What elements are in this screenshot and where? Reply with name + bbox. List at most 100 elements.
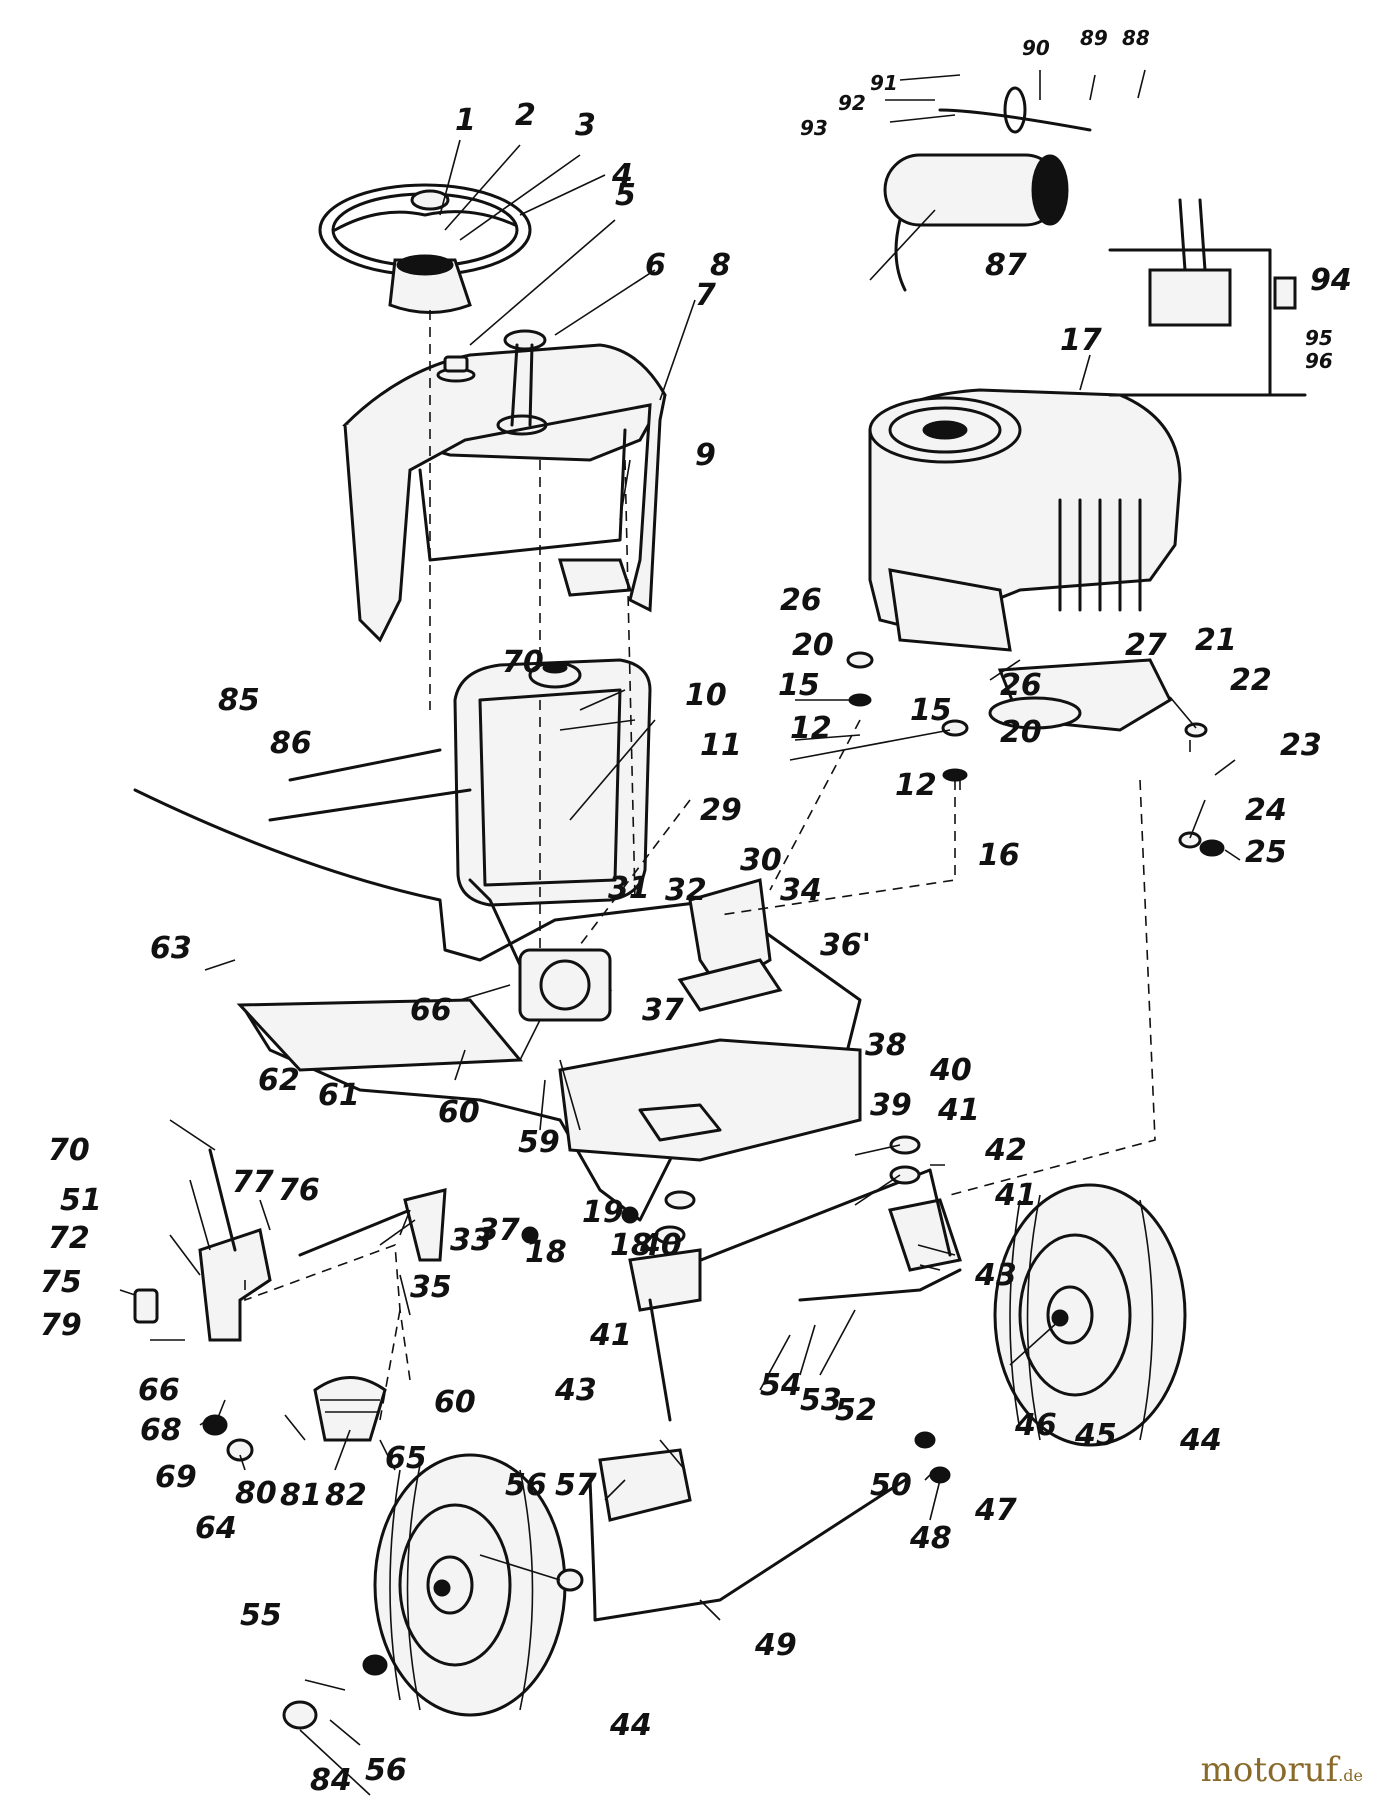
callout-26-right: 26 — [1000, 668, 1042, 703]
callout-68: 68 — [140, 1413, 182, 1448]
callout-30: 30 — [740, 843, 782, 878]
callout-42: 42 — [984, 1133, 1027, 1168]
watermark-suffix: .de — [1338, 1766, 1363, 1785]
callout-76: 76 — [278, 1173, 320, 1208]
callout-17: 17 — [1060, 323, 1102, 358]
callout-27: 27 — [1125, 628, 1167, 663]
callout-56-upper: 56 — [505, 1468, 547, 1503]
leader-lines — [119, 69, 1241, 1796]
callout-23: 23 — [1280, 728, 1322, 763]
callout-90: 90 — [1022, 36, 1050, 60]
pedal-bracket — [133, 1148, 447, 1442]
callout-32: 32 — [665, 873, 707, 908]
callout-96: 96 — [1305, 349, 1333, 373]
callout-26-left: 26 — [780, 583, 822, 618]
watermark-name: motoruf — [1200, 1750, 1339, 1790]
callout-39: 39 — [870, 1088, 912, 1123]
callout-3: 3 — [575, 108, 596, 143]
callout-21: 21 — [1195, 623, 1237, 658]
callout-37-upper: 37 — [642, 993, 684, 1028]
callout-38: 38 — [865, 1028, 907, 1063]
callout-40-upper: 40 — [929, 1053, 972, 1088]
front-wheel-right — [993, 1183, 1187, 1447]
steering-wheel — [318, 183, 532, 314]
callout-80: 80 — [235, 1476, 277, 1511]
callout-22: 22 — [1230, 663, 1272, 698]
callout-62: 62 — [258, 1063, 300, 1098]
callout-53: 53 — [800, 1383, 842, 1418]
callout-69: 69 — [155, 1460, 197, 1495]
callout-64: 64 — [195, 1511, 237, 1546]
callout-48: 48 — [909, 1521, 952, 1556]
callout-41-left: 41 — [589, 1318, 632, 1353]
callout-6: 6 — [645, 248, 666, 283]
callout-79: 79 — [40, 1308, 82, 1343]
callout-45: 45 — [1074, 1418, 1117, 1453]
callout-94: 94 — [1310, 263, 1352, 298]
callout-40-lower: 40 — [639, 1228, 682, 1263]
callout-47: 47 — [974, 1493, 1017, 1528]
callout-75: 75 — [40, 1265, 82, 1300]
steering-gear — [468, 878, 783, 1022]
callout-1: 1 — [455, 103, 476, 138]
callout-31: 31 — [608, 871, 650, 906]
callout-35: 35 — [410, 1270, 452, 1305]
callout-86: 86 — [270, 726, 312, 761]
muffler — [883, 86, 1092, 292]
callout-33: 33 — [450, 1223, 492, 1258]
front-axle — [588, 1168, 962, 1622]
callout-59: 59 — [518, 1125, 560, 1160]
callout-10: 10 — [685, 678, 727, 713]
callout-65: 65 — [385, 1441, 427, 1476]
callout-66-lower: 66 — [138, 1373, 180, 1408]
callout-20-left: 20 — [792, 628, 834, 663]
motoruf-watermark: motoruf.de — [1201, 1750, 1363, 1790]
callout-82: 82 — [325, 1478, 367, 1513]
callout-46: 46 — [1014, 1408, 1057, 1443]
callout-70-lower: 70 — [48, 1133, 90, 1168]
callout-15-left: 15 — [778, 668, 820, 703]
callout-25: 25 — [1245, 835, 1287, 870]
callout-95: 95 — [1305, 326, 1333, 350]
callout-57: 57 — [555, 1468, 597, 1503]
callout-55: 55 — [240, 1598, 282, 1633]
callout-85: 85 — [218, 683, 260, 718]
callout-72: 72 — [48, 1221, 90, 1256]
callout-11: 11 — [700, 728, 742, 763]
callout-54: 54 — [760, 1368, 802, 1403]
assembly-guide-lines — [244, 310, 1156, 1421]
callout-15-right: 15 — [910, 693, 952, 728]
callout-63: 63 — [150, 931, 192, 966]
callout-4: 4 — [611, 158, 633, 193]
fuel-tank — [453, 658, 652, 907]
callout-18-right: 18 — [610, 1228, 652, 1263]
callout-89: 89 — [1080, 26, 1108, 50]
callout-7: 7 — [695, 278, 716, 313]
callout-18-left: 18 — [525, 1235, 567, 1270]
callout-16: 16 — [978, 838, 1020, 873]
callout-8: 8 — [710, 248, 731, 283]
callout-43-left: 43 — [554, 1373, 597, 1408]
callout-44-right: 44 — [1179, 1423, 1222, 1458]
callout-88: 88 — [1122, 26, 1150, 50]
callout-91: 91 — [870, 71, 898, 95]
callout-61: 61 — [318, 1078, 360, 1113]
callout-49: 49 — [754, 1628, 797, 1663]
callout-51: 51 — [60, 1183, 102, 1218]
callout-87: 87 — [985, 248, 1027, 283]
callout-50: 50 — [870, 1468, 912, 1503]
callout-20-right: 20 — [1000, 715, 1042, 750]
callout-60-lower: 60 — [434, 1385, 476, 1420]
callout-29: 29 — [700, 793, 742, 828]
callout-44-left: 44 — [609, 1708, 652, 1743]
callout-24: 24 — [1245, 793, 1287, 828]
callout-92: 92 — [838, 91, 866, 115]
callout-37-lower: 37 — [478, 1213, 520, 1248]
callout-84: 84 — [310, 1763, 352, 1798]
callout-70-upper: 70 — [502, 645, 544, 680]
callout-43-right: 43 — [974, 1258, 1017, 1293]
callout-12-left: 12 — [790, 711, 832, 746]
callout-2: 2 — [515, 98, 536, 133]
callout-34: 34 — [780, 873, 822, 908]
